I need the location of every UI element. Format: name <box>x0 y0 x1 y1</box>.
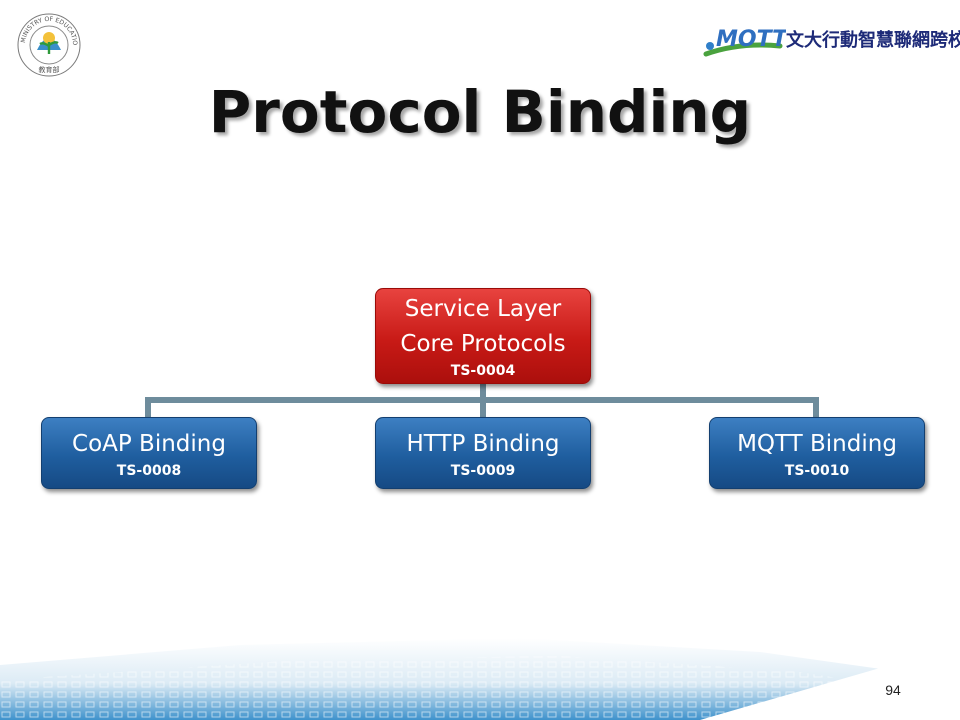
root-line1: Service Layer <box>404 296 562 322</box>
mqtt-binding-box: MQTT Binding TS-0010 <box>709 417 925 489</box>
root-line2: Core Protocols <box>400 331 566 357</box>
http-binding-label: HTTP Binding <box>406 431 560 457</box>
ministry-of-education-logo: MINISTRY OF EDUCATION 教育部 <box>16 12 81 77</box>
coap-binding-code: TS-0008 <box>116 463 182 479</box>
alliance-name: 文大行動智慧聯網跨校聯盟 <box>786 30 960 51</box>
http-binding-box: HTTP Binding TS-0009 <box>375 417 591 489</box>
service-layer-core-protocols-box: Service Layer Core Protocols TS-0004 <box>375 288 591 384</box>
page-number: 94 <box>885 682 901 698</box>
root-code: TS-0004 <box>450 363 516 379</box>
coap-binding-box: CoAP Binding TS-0008 <box>41 417 257 489</box>
alliance-mark-icon: MOTT <box>703 27 789 57</box>
mqtt-binding-code: TS-0010 <box>784 463 850 479</box>
mqtt-binding-label: MQTT Binding <box>737 431 897 457</box>
footer-circuit-background <box>0 638 960 720</box>
slide-title: Protocol Binding <box>208 78 752 146</box>
alliance-mark-text: MOTT <box>716 27 786 52</box>
http-binding-code: TS-0009 <box>450 463 516 479</box>
moe-bottom-text: 教育部 <box>39 65 60 74</box>
coap-binding-label: CoAP Binding <box>72 431 226 457</box>
alliance-logo: MOTT 文大行動智慧聯網跨校聯盟 <box>700 16 960 64</box>
